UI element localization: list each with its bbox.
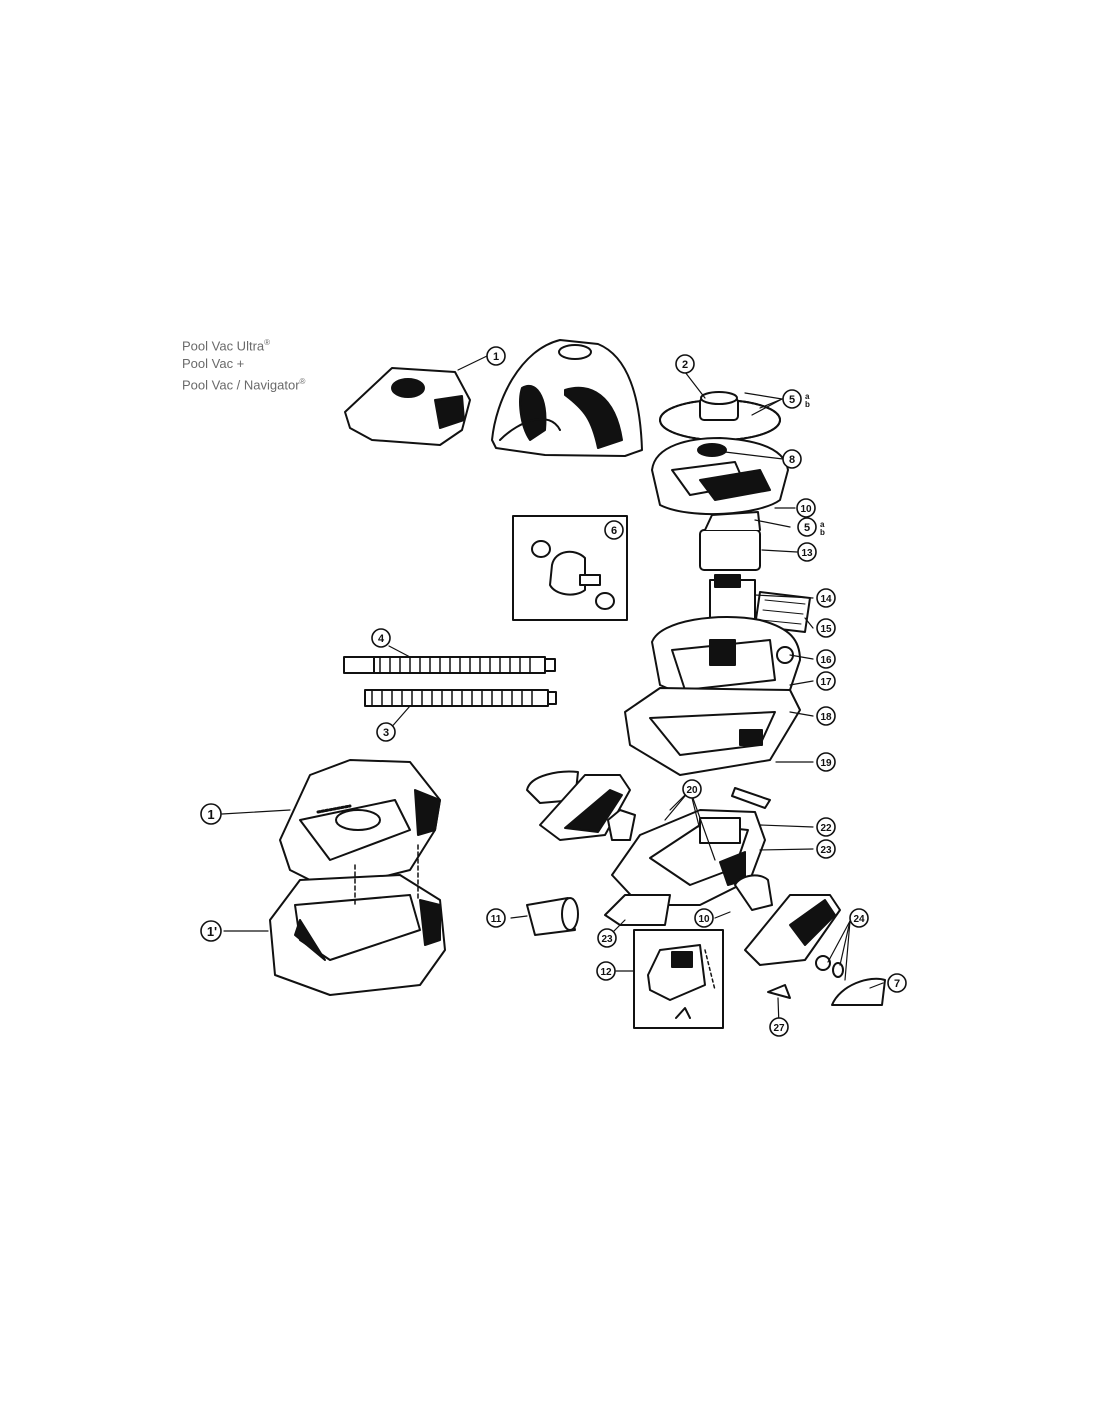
callout-1-top — [486, 346, 506, 366]
callout-19 — [816, 752, 836, 772]
chassis-frame — [611, 809, 766, 906]
callout-7-label: 7 — [894, 978, 900, 990]
callout-10-top-label: 10 — [800, 504, 812, 515]
callout-5-mid-label: 5 — [804, 522, 810, 534]
callout-15-label: 15 — [820, 624, 832, 635]
callout-10-bottom — [694, 908, 714, 928]
side-cap-right — [831, 977, 886, 1006]
callout-23-bottom — [597, 928, 617, 948]
large-base — [269, 844, 446, 996]
model-title-plus: Pool Vac + — [182, 356, 245, 372]
top-cover-small — [344, 367, 471, 446]
callout-17-label: 17 — [820, 677, 832, 688]
large-cover — [279, 759, 441, 886]
callout-13-label: 13 — [801, 548, 813, 559]
callout-2-label: 2 — [682, 359, 688, 371]
callout-2 — [675, 354, 695, 374]
callout-18 — [816, 706, 836, 726]
callout-5-top — [782, 389, 802, 409]
callout-24-label: 24 — [853, 914, 865, 925]
callout-5-top-sub-a: a — [805, 392, 810, 401]
callout-18-label: 18 — [820, 712, 832, 723]
callout-1-top-label: 1 — [493, 351, 499, 363]
callout-22 — [816, 817, 836, 837]
callout-5-mid — [797, 517, 817, 537]
pin-shaft — [731, 787, 771, 809]
callout-3-label: 3 — [383, 727, 389, 739]
callout-23-right-label: 23 — [820, 845, 832, 856]
callout-14-label: 14 — [820, 594, 832, 605]
callout-22-label: 22 — [820, 823, 832, 834]
model-title-ultra: Pool Vac Ultra® — [182, 338, 271, 354]
callout-5-top-label: 5 — [789, 394, 795, 406]
hose-3 — [364, 689, 557, 707]
axle-bracket — [734, 874, 773, 911]
callout-7 — [887, 973, 907, 993]
body-tub — [651, 615, 801, 706]
side-track-left — [539, 774, 631, 841]
callout-10-bottom-label: 10 — [698, 914, 710, 925]
callout-5-mid-sub-a: a — [820, 520, 825, 529]
callout-20-label: 20 — [686, 785, 698, 796]
gear-assembly — [651, 391, 789, 516]
callout-6 — [604, 520, 624, 540]
callout-8-label: 8 — [789, 454, 795, 466]
callout-19-label: 19 — [820, 758, 832, 769]
callout-4 — [371, 628, 391, 648]
callout-16-label: 16 — [820, 655, 832, 666]
clip-27 — [767, 984, 791, 999]
callout-markers — [200, 346, 907, 1037]
callout-27-label: 27 — [773, 1023, 785, 1034]
callout-5-mid-sub-b: b — [820, 528, 825, 537]
hose-4 — [343, 656, 556, 674]
top-hood — [491, 339, 643, 457]
callout-6-label: 6 — [611, 525, 617, 537]
flap-23-bottom — [604, 894, 671, 926]
callout-17 — [816, 671, 836, 691]
callout-20 — [682, 779, 702, 799]
callout-11-label: 11 — [491, 914, 502, 925]
callout-24 — [849, 908, 869, 928]
side-track-right — [744, 894, 841, 966]
callout-23-bottom-label: 23 — [601, 934, 613, 945]
washer-24 — [815, 955, 844, 978]
callout-1-left-label: 1 — [207, 807, 214, 822]
callout-15 — [816, 618, 836, 638]
callout-8 — [782, 449, 802, 469]
model-title-navigator: Pool Vac / Navigator® — [182, 377, 306, 393]
motor-block — [699, 511, 761, 631]
callout-13 — [797, 542, 817, 562]
callout-12-label: 12 — [600, 967, 612, 978]
callout-12 — [596, 961, 616, 981]
callout-27 — [769, 1017, 789, 1037]
callout-numbers: 1 2 5 8 10 5 13 6 14 15 16 17 18 19 4 3 … — [207, 351, 900, 1034]
callout-16 — [816, 649, 836, 669]
bracket-small — [607, 809, 636, 841]
model-list: Pool Vac Ultra® Pool Vac + Pool Vac / Na… — [182, 334, 305, 395]
callout-sub-letters: a b a b — [805, 392, 825, 537]
callout-1-left — [200, 803, 222, 825]
callout-14 — [816, 588, 836, 608]
callout-5-top-sub-b: b — [805, 400, 810, 409]
callout-4-label: 4 — [378, 633, 385, 645]
callout-1-prime — [200, 920, 222, 942]
base-plate — [624, 687, 801, 776]
callout-1-prime-label: 1' — [207, 924, 217, 939]
part-12-box — [633, 929, 724, 1029]
callout-3 — [376, 722, 396, 742]
nozzle-11 — [526, 897, 579, 936]
callout-23-right — [816, 839, 836, 859]
callout-11 — [486, 908, 506, 928]
callout-10-top — [796, 498, 816, 518]
